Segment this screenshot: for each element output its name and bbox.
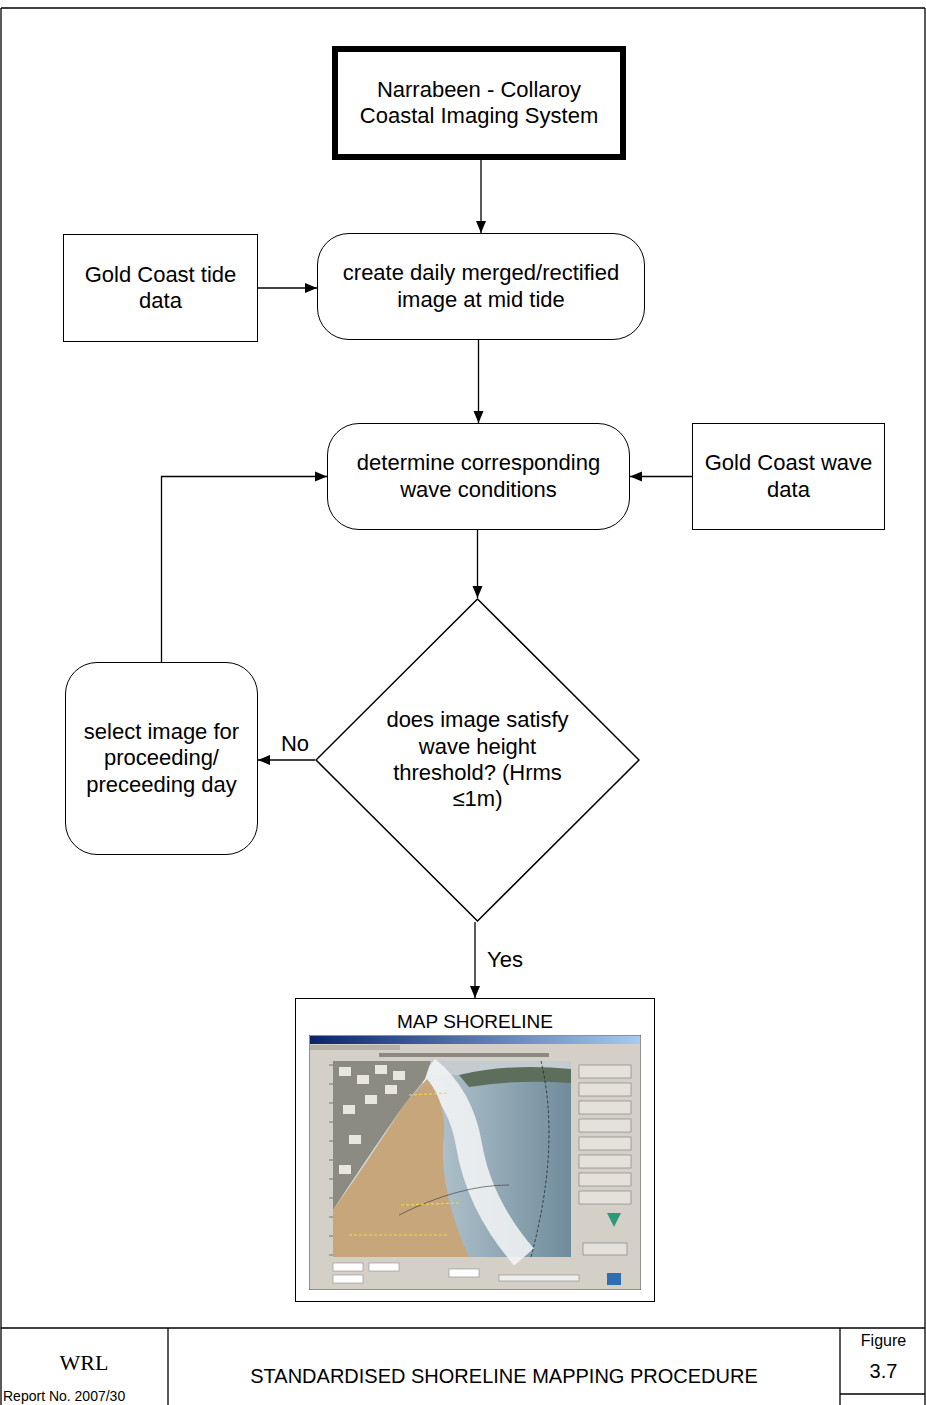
flow-arrow: [480, 160, 481, 233]
input-box: Gold Coast tide data: [63, 234, 258, 342]
process-box: determine corresponding wave conditions: [327, 423, 630, 530]
flow-arrow: [477, 530, 478, 598]
node-label: does image satisfy wave height threshold…: [386, 707, 570, 813]
figure-title: STANDARDISED SHORELINE MAPPING PROCEDURE: [168, 1365, 840, 1388]
organisation-name: WRL: [0, 1350, 168, 1376]
figure-number: 3.7: [842, 1360, 925, 1383]
edge-label: No: [279, 732, 311, 756]
process-box: create daily merged/rectified image at m…: [317, 233, 645, 340]
node-label: select image for proceeding/ preceeding …: [76, 719, 247, 798]
output-box: MAP SHORELINE: [295, 998, 655, 1302]
source-box: Narrabeen - Collaroy Coastal Imaging Sys…: [332, 46, 626, 160]
flow-arrow: [478, 340, 479, 423]
input-box: Gold Coast wave data: [692, 423, 885, 530]
flow-arrow: [630, 476, 692, 477]
flow-arrow: [258, 759, 315, 760]
edge-label: Yes: [485, 948, 525, 972]
node-label: Gold Coast wave data: [703, 450, 874, 503]
figure-label: Figure: [842, 1332, 925, 1350]
node-label: create daily merged/rectified image at m…: [326, 260, 636, 313]
report-number: Report No. 2007/30: [3, 1388, 166, 1404]
node-label: Narrabeen - Collaroy Coastal Imaging Sys…: [352, 77, 606, 130]
node-label: Gold Coast tide data: [74, 262, 247, 315]
decision-diamond: does image satisfy wave height threshold…: [315, 598, 640, 922]
process-box: select image for proceeding/ preceeding …: [65, 662, 258, 855]
screenshot-illustration: [309, 1035, 641, 1290]
box-heading: MAP SHORELINE: [397, 1011, 553, 1034]
node-label: determine corresponding wave conditions: [336, 450, 621, 503]
flow-arrow: [162, 477, 328, 663]
flow-arrow: [258, 287, 317, 288]
flow-arrow: [474, 922, 475, 998]
diamond-shape: [316, 599, 639, 921]
